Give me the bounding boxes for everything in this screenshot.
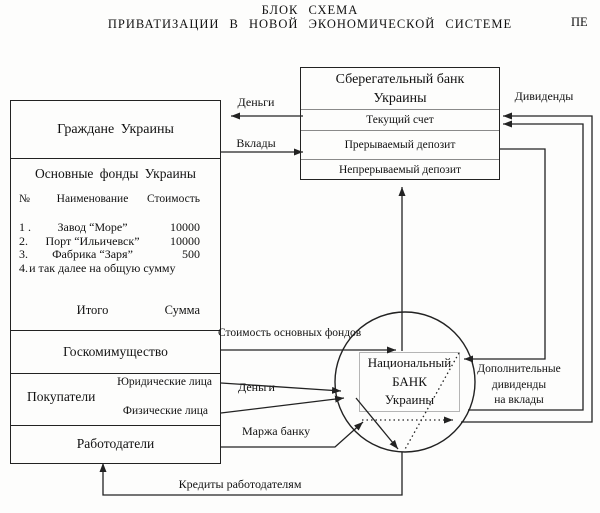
page-edge-text-fragment: ПЕ	[571, 15, 588, 29]
label-employer-credits: Кредиты работодателям	[178, 477, 302, 491]
citizens-box: Граждане Украины Основные фонды Украины …	[10, 100, 221, 464]
label-deposits: Вклады	[236, 136, 276, 150]
wire-money-physical-to-nbu	[220, 395, 345, 414]
bank-row-current-account: Текущий счет	[366, 113, 434, 126]
savings-bank-title: Сберегательный банк Украины	[335, 71, 465, 106]
row-name: Завод “Море”	[57, 220, 128, 234]
row-num: 4.	[19, 260, 28, 275]
row-name: Порт “Ильичевск”	[45, 233, 140, 248]
total-label: Итого	[76, 303, 109, 317]
divider	[11, 373, 220, 374]
label-money-top: Деньги	[237, 95, 275, 109]
diagram-title-line2: ПРИВАТИЗАЦИИ В НОВОЙ ЭКОНОМИЧЕСКОЙ СИСТЕ…	[107, 17, 513, 31]
header-value: Стоимость	[147, 193, 200, 205]
funds-title: Основные фонды Украины	[35, 166, 196, 181]
national-bank-box: Национальный БАНК Украины	[359, 352, 460, 412]
employers-section: Работодатели	[76, 436, 155, 451]
table-row: 4. и так далее на общую сумму	[11, 260, 220, 276]
goskom-section: Госкомимущество	[63, 343, 168, 359]
row-name: Фабрика “Заря”	[52, 247, 133, 262]
label-extra-dividends-line1: Дополнительные	[477, 363, 561, 375]
nbu-line1: Национальный	[367, 355, 452, 370]
citizens-title: Граждане Украины	[57, 121, 174, 137]
funds-table-header: № Наименование Стоимость	[11, 193, 220, 207]
diagram-title: БЛОК СХЕМА ПРИВАТИЗАЦИИ В НОВОЙ ЭКОНОМИЧ…	[20, 3, 600, 31]
label-extra-dividends-line2: дивиденды	[491, 378, 547, 391]
bank-row-noninterruptible-deposit: Непрерываемый депозит	[339, 163, 461, 176]
row-value: 500	[182, 247, 200, 262]
label-asset-value: Стоимость основных фондов	[218, 327, 362, 339]
table-row: 3. Фабрика “Заря” 500	[11, 248, 220, 262]
divider	[301, 159, 499, 160]
row-num: 1 .	[19, 220, 31, 234]
divider	[301, 130, 499, 131]
row-value	[176, 262, 200, 276]
diagram-title-line1: БЛОК СХЕМА	[261, 3, 359, 17]
divider	[301, 109, 499, 110]
row-name: и так далее на общую сумму	[29, 260, 176, 275]
nbu-line3: Украины	[384, 392, 435, 407]
label-extra-dividends: Дополнительные дивиденды на вклады	[476, 362, 562, 409]
table-row: 1 . Завод “Море” 10000	[11, 220, 220, 235]
row-num: 2.	[19, 233, 28, 248]
funds-table-rows: 1 . Завод “Море” 10000 2. Порт “Ильичевс…	[11, 220, 220, 276]
savings-bank-box: Сберегательный банк Украины Текущий счет…	[300, 67, 500, 180]
legal-entities-label: Юридические лица	[117, 376, 212, 388]
table-total-row: Итого Сумма	[11, 303, 220, 318]
header-num: №	[19, 193, 30, 205]
label-extra-dividends-line3: на вклады	[494, 394, 544, 406]
spacer	[19, 304, 43, 318]
nbu-line2: БАНК	[392, 373, 427, 389]
header-name: Наименование	[56, 193, 129, 205]
wire-deposit-to-nbu	[464, 148, 546, 363]
total-value: Сумма	[164, 303, 200, 317]
label-money-bottom: Деньги	[238, 380, 275, 394]
buyers-section: Юридические лица Покупатели Физические л…	[11, 373, 220, 425]
label-dividends: Дивиденды	[514, 89, 574, 103]
table-row: 2. Порт “Ильичевск” 10000	[11, 233, 220, 249]
row-value: 10000	[170, 220, 200, 234]
row-value: 10000	[170, 233, 200, 248]
buyers-label: Покупатели	[27, 389, 96, 404]
divider	[11, 425, 220, 426]
physical-entities-label: Физические лица	[122, 405, 208, 417]
row-num: 3.	[19, 247, 28, 262]
label-bank-margin: Маржа банку	[242, 424, 311, 438]
divider	[11, 158, 220, 159]
divider	[11, 330, 220, 331]
bank-row-interruptible-deposit: Прерываемый депозит	[344, 138, 456, 151]
